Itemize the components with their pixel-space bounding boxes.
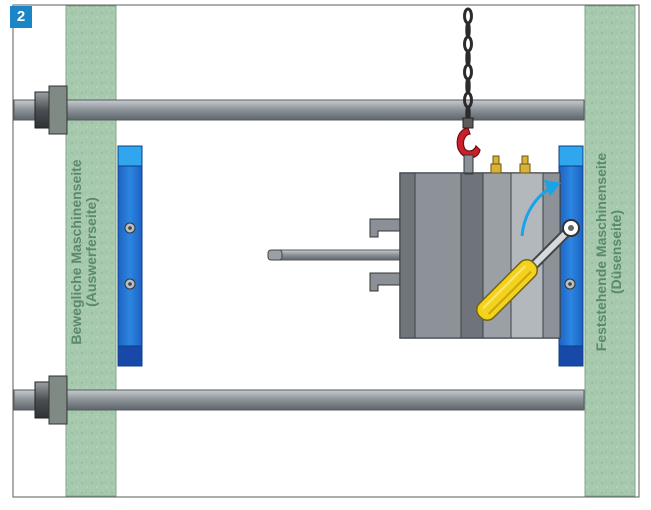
fixed-side-label-line1: Feststehende Maschinenseite <box>593 152 609 352</box>
tie-bar-nut-bottom <box>34 375 68 425</box>
clamping-plate-moving <box>117 145 143 367</box>
fixed-platen <box>584 5 636 497</box>
moving-side-label-line2: (Auswerferseite) <box>83 197 99 307</box>
moving-side-label: Bewegliche Maschinenseite (Auswerferseit… <box>68 82 101 422</box>
clamping-plate-fixed <box>558 145 584 367</box>
screwdriver-icon <box>476 219 580 321</box>
tie-bar-nut-top <box>34 85 68 135</box>
tie-bar-top <box>13 99 585 121</box>
moving-side-label-line1: Bewegliche Maschinenseite <box>68 159 84 345</box>
ejector-rod <box>267 249 403 261</box>
rotation-arrow-icon <box>520 180 561 237</box>
fixed-side-label: Feststehende Maschinenseite (Düsenseite) <box>593 82 626 422</box>
chain-icon <box>463 7 473 121</box>
moving-platen <box>65 5 117 497</box>
tie-bar-bottom <box>13 389 585 411</box>
cooling-connectors <box>490 155 531 174</box>
figure-number-badge: 2 <box>10 6 32 28</box>
fixed-side-label-line2: (Düsenseite) <box>608 209 624 295</box>
crane-hook-icon <box>456 117 481 174</box>
